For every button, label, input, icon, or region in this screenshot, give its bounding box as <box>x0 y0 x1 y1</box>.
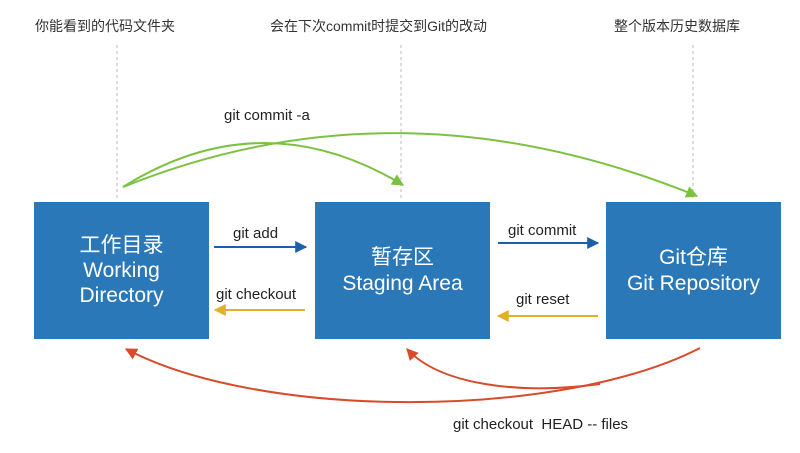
git-repository-box: Git仓库 Git Repository <box>606 202 781 339</box>
git-repository-line2: Git Repository <box>626 271 761 295</box>
label-git-checkout-head: git checkout HEAD -- files <box>453 416 629 433</box>
working-directory-title: 工作目录 <box>79 233 164 257</box>
working-directory-line2: Working <box>83 258 160 282</box>
checkout-head-arrow-to-working <box>124 347 701 404</box>
working-directory-box: 工作目录 Working Directory <box>34 202 209 339</box>
label-git-reset: git reset <box>516 291 570 308</box>
label-git-commit: git commit <box>508 222 577 239</box>
label-git-checkout: git checkout <box>216 286 297 303</box>
label-git-commit-a: git commit -a <box>224 107 310 124</box>
caption-working-dir: 你能看到的代码文件夹 <box>35 18 175 34</box>
working-directory-line3: Directory <box>79 284 164 308</box>
label-git-add: git add <box>233 225 279 242</box>
staging-area-box: 暂存区 Staging Area <box>315 202 490 339</box>
commit-a-arrow-to-staging <box>122 142 405 188</box>
staging-area-title: 暂存区 <box>371 246 434 270</box>
git-repository-title: Git仓库 <box>659 246 728 270</box>
caption-repo: 整个版本历史数据库 <box>614 18 740 34</box>
staging-area-line2: Staging Area <box>342 271 463 295</box>
caption-staging: 会在下次commit时提交到Git的改动 <box>270 18 487 34</box>
commit-a-arrow-to-repo <box>122 132 699 198</box>
checkout-head-arrow-to-staging <box>406 348 601 390</box>
